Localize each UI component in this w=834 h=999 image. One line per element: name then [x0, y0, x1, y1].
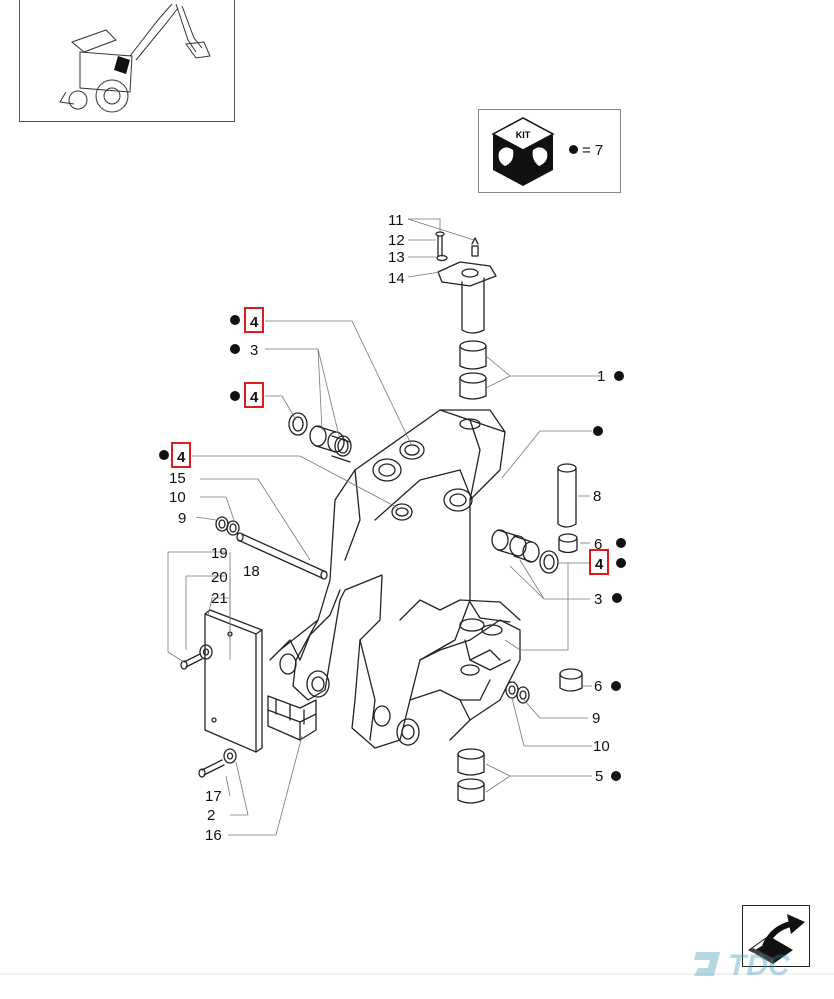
highlight-boxes: [171, 307, 609, 575]
washers-right: [505, 681, 530, 704]
callout-9-right: 9: [592, 710, 600, 727]
kit-bullet-4-left: [159, 450, 169, 460]
bushings-1: [459, 340, 487, 400]
callout-17: 17: [205, 788, 222, 805]
washers-left: [215, 516, 240, 536]
tdc-watermark: TDC: [690, 944, 820, 989]
kit-label: KIT: [516, 130, 531, 140]
highlight-box-4-left: [171, 442, 191, 468]
callout-18: 18: [243, 563, 260, 580]
bushing-6-lower: [559, 668, 583, 692]
top-pin-assembly: [435, 231, 497, 334]
kit-bullet-6-upper: [616, 538, 626, 548]
callout-4-left: 4: [177, 449, 186, 466]
bushing-6-upper: [558, 533, 578, 554]
callout-1: 1: [597, 368, 605, 385]
callout-3-right: 3: [594, 591, 602, 608]
highlight-box-4-top: [244, 307, 264, 333]
pin-8: [557, 463, 577, 528]
right-seals-bushings: [491, 529, 559, 574]
kit-bullet-5: [611, 771, 621, 781]
callout-15: 15: [169, 470, 186, 487]
bushings-5: [457, 748, 485, 804]
backhoe-thumbnail-icon: [59, 3, 211, 113]
wear-plate: [204, 609, 263, 753]
shim-stack: [267, 695, 317, 741]
kit-bullet-6-lower: [611, 681, 621, 691]
callout-20: 20: [211, 569, 228, 586]
callout-10-left: 10: [169, 489, 186, 506]
callout-4-top: 4: [250, 314, 259, 331]
callout-8: 8: [593, 488, 601, 505]
bolt-upper-left: [180, 644, 213, 670]
tdc-watermark-text: TDC: [728, 949, 791, 982]
callout-6-upper: 6: [594, 536, 602, 553]
kit-bullet-1: [614, 371, 624, 381]
kit-bullet-4-right: [616, 558, 626, 568]
callout-2: 2: [207, 807, 215, 824]
callout-4-mid: 4: [250, 389, 259, 406]
callout-4-right: 4: [595, 556, 604, 573]
callout-14: 14: [388, 270, 405, 287]
kit-bullets: [159, 315, 626, 781]
callout-16: 16: [205, 827, 222, 844]
kit-bullet-4-mid: [230, 391, 240, 401]
bolt-lower-left: [198, 748, 237, 778]
highlight-box-4-mid: [244, 382, 264, 408]
kit-legend-box: KIT = 7: [478, 109, 621, 193]
callout-21: 21: [211, 590, 228, 607]
kit-equals-seven: = 7: [582, 142, 604, 159]
callout-11: 11: [388, 212, 404, 229]
kit-legend-text: = 7: [569, 142, 603, 159]
left-seals-bushings: [288, 412, 352, 463]
next-page-arrow-button[interactable]: [742, 905, 810, 967]
arrow-icon: [748, 914, 805, 964]
kit-bullet-4-top: [230, 315, 240, 325]
location-thumbnail: [19, 0, 235, 122]
callout-19: 19: [211, 545, 228, 562]
callout-labels: 11 12 13 14 4 3 4 4 15 10 9 19 20 18 21 …: [169, 212, 610, 844]
callout-10-right: 10: [593, 738, 610, 755]
callout-3-left: 3: [250, 342, 258, 359]
leader-lines: [167, 218, 600, 836]
callout-12: 12: [388, 232, 405, 249]
callout-9-left: 9: [178, 510, 186, 527]
callout-6-lower: 6: [594, 678, 602, 695]
kit-bullet-3-left: [230, 344, 240, 354]
kit-cube-icon: KIT: [491, 117, 555, 186]
kit-bullet-3-right: [612, 593, 622, 603]
kit-bullet-icon: [569, 145, 578, 154]
rod-18: [236, 532, 328, 580]
kit-bullet-unlabeled: [593, 426, 603, 436]
callout-13: 13: [388, 249, 405, 266]
callout-5: 5: [595, 768, 603, 785]
tdc-logo-icon: TDC: [694, 949, 791, 982]
swing-frame: [269, 409, 521, 749]
highlight-box-4-right: [589, 549, 609, 575]
